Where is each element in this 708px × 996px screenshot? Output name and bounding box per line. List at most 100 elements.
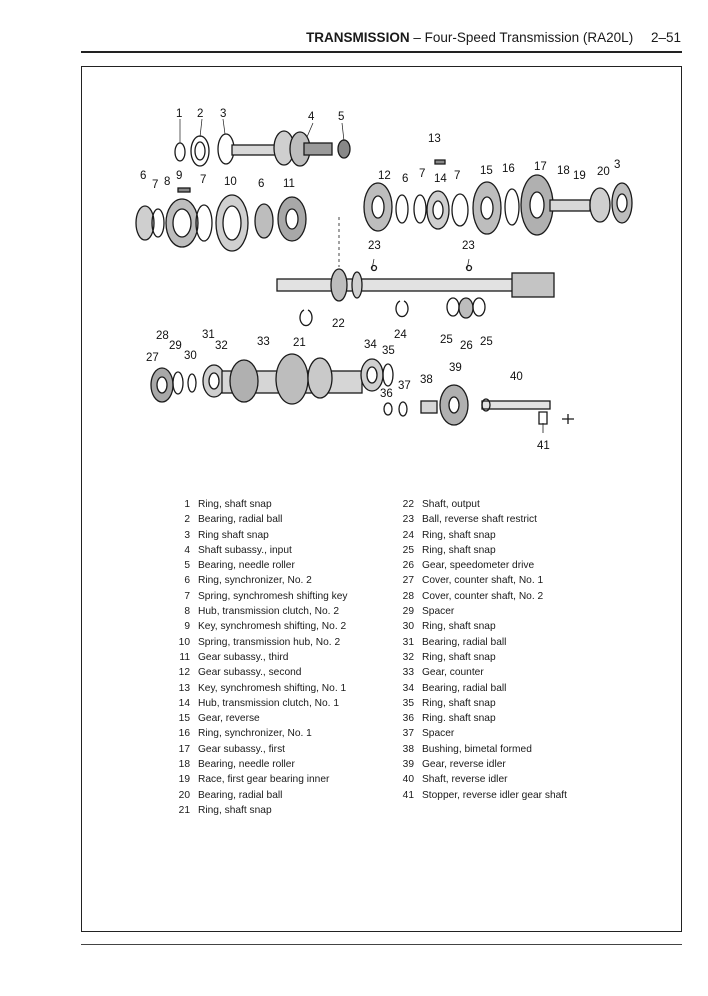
part-name: Bearing, radial ball <box>422 682 507 694</box>
part-number: 28 <box>402 590 414 602</box>
callout-7d: 7 <box>454 170 460 182</box>
part-name: Ring, synchronizer, No. 2 <box>198 575 312 587</box>
part-name: Bearing, radial ball <box>422 636 507 648</box>
part-name: Ring shaft snap <box>198 529 269 541</box>
part-name: Ring, shaft snap <box>422 651 496 663</box>
part-number: 9 <box>184 621 190 633</box>
part-number: 15 <box>178 713 190 725</box>
part-number: 21 <box>178 804 190 816</box>
callout-22: 22 <box>332 318 345 330</box>
callout-14: 14 <box>434 173 447 185</box>
part-number: 33 <box>402 667 414 679</box>
footer-rule <box>81 944 682 945</box>
part-row: 24 Ring, shaft snap <box>390 528 567 543</box>
callout-40: 40 <box>510 371 523 383</box>
part-number: 13 <box>178 682 190 694</box>
part-name: Key, synchromesh shifting, No. 1 <box>198 682 347 694</box>
part-number: 7 <box>184 590 190 602</box>
part-name: Bearing, needle roller <box>198 560 295 572</box>
part-number: 8 <box>184 606 190 618</box>
part-row: 9 Key, synchromesh shifting, No. 2 <box>170 619 348 634</box>
part-number: 34 <box>402 682 414 694</box>
callout-8: 8 <box>164 176 170 188</box>
part-row: 28 Cover, counter shaft, No. 2 <box>390 589 567 604</box>
part-name: Ball, reverse shaft restrict <box>422 514 537 526</box>
section-subtitle: – Four-Speed Transmission (RA20L) <box>413 30 634 45</box>
output-gear-group <box>363 159 633 236</box>
callout-36: 36 <box>380 388 393 400</box>
callout-26: 26 <box>460 340 473 352</box>
exploded-view-diagram: 1 2 3 4 5 6 7 8 9 7 10 6 11 12 6 7 14 7 … <box>135 108 633 452</box>
part-number: 35 <box>402 697 414 709</box>
callout-27: 27 <box>146 352 159 364</box>
part-name: Spacer <box>422 728 455 740</box>
third-fourth-synchronizer-group <box>135 187 307 252</box>
part-name: Race, first gear bearing inner <box>198 774 330 786</box>
callout-31: 31 <box>202 329 215 341</box>
page-header: TRANSMISSION – Four-Speed Transmission (… <box>306 30 681 45</box>
part-name: Ring, shaft snap <box>422 529 496 541</box>
reverse-idler-group <box>420 384 574 433</box>
part-row: 12 Gear subassy., second <box>170 665 348 680</box>
callout-37: 37 <box>398 380 411 392</box>
callout-38: 38 <box>420 374 433 386</box>
part-name: Cover, counter shaft, No. 2 <box>422 590 544 602</box>
figure-frame <box>81 66 682 932</box>
input-shaft-group <box>174 130 351 167</box>
part-number: 24 <box>402 529 414 541</box>
output-shaft <box>276 217 555 327</box>
callout-4: 4 <box>308 111 315 123</box>
callout-6b: 6 <box>258 178 264 190</box>
part-number: 25 <box>402 544 414 556</box>
part-name: Spacer <box>422 606 455 618</box>
callout-16: 16 <box>502 163 515 175</box>
callout-34: 34 <box>364 339 377 351</box>
part-number: 5 <box>184 560 190 572</box>
part-name: Bearing, radial ball <box>198 789 283 801</box>
callout-17: 17 <box>534 161 547 173</box>
callout-39: 39 <box>449 362 462 374</box>
part-name: Cover, counter shaft, No. 1 <box>422 575 544 587</box>
counter-gear-group <box>150 353 408 417</box>
callout-21: 21 <box>293 337 306 349</box>
callout-10: 10 <box>224 176 237 188</box>
part-row: 7 Spring, synchromesh shifting key <box>170 589 348 604</box>
part-number: 12 <box>178 667 190 679</box>
callout-2: 2 <box>197 108 203 120</box>
part-number: 36 <box>402 713 414 725</box>
part-name: Spring, synchromesh shifting key <box>198 590 348 602</box>
part-name: Hub, transmission clutch, No. 1 <box>198 697 339 709</box>
callout-13: 13 <box>428 133 441 145</box>
part-name: Shaft, output <box>422 499 480 510</box>
part-name: Ring, shaft snap <box>422 697 496 709</box>
part-name: Key, synchromesh shifting, No. 2 <box>198 621 347 633</box>
part-name: Ring, shaft snap <box>422 544 496 556</box>
callout-3b: 3 <box>614 159 620 171</box>
part-name: Gear subassy., second <box>198 667 302 679</box>
part-name: Bearing, radial ball <box>198 514 283 526</box>
part-number: 20 <box>178 789 190 801</box>
part-name: Gear, counter <box>422 667 484 679</box>
part-name: Bearing, needle roller <box>198 759 295 771</box>
part-name: Gear subassy., first <box>198 743 285 755</box>
part-number: 26 <box>402 560 414 572</box>
part-number: 19 <box>178 774 190 786</box>
